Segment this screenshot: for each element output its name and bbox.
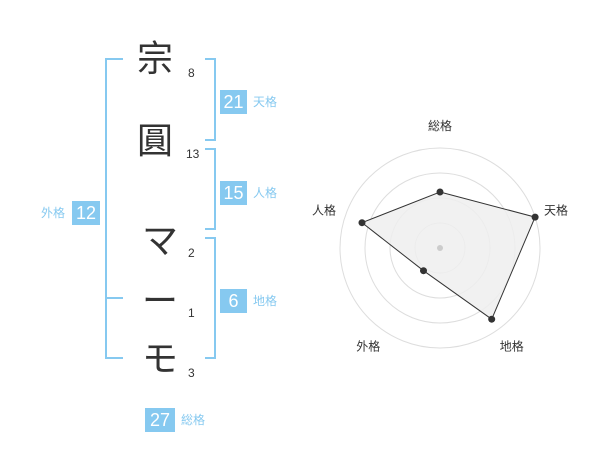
stroke-count-3: 2 <box>188 246 195 260</box>
jinkaku-label: 人格 <box>253 186 278 200</box>
name-char-3: マ <box>141 221 178 262</box>
gaikaku-bracket <box>105 58 123 359</box>
stroke-count-1: 8 <box>188 66 195 80</box>
tenkaku-label: 天格 <box>253 95 278 109</box>
gaikaku-value: 12 <box>72 201 100 225</box>
stroke-count-4: 1 <box>188 306 195 320</box>
radar-point-3 <box>488 315 496 323</box>
radar-axis-label-5: 人格 <box>312 202 336 217</box>
radar-point-2 <box>531 213 539 221</box>
gaikaku-label: 外格 <box>41 206 66 220</box>
jinkaku-bracket <box>205 148 216 230</box>
stroke-count-5: 3 <box>188 366 195 380</box>
radar-point-4 <box>420 267 427 275</box>
radar-center <box>437 245 443 251</box>
tenkaku-value: 21 <box>220 90 247 114</box>
tenkaku-bracket <box>205 58 216 141</box>
name-char-1: 宗 <box>136 39 173 80</box>
radar-ring-4 <box>339 147 541 349</box>
radar-area <box>361 191 536 320</box>
radar-axis-label-2: 天格 <box>544 202 568 217</box>
gaikaku-bracket-divider <box>105 297 123 299</box>
jinkaku-value: 15 <box>220 181 247 205</box>
chikaku-label: 地格 <box>253 294 278 308</box>
radar-axis-label-1: 総格 <box>428 118 452 133</box>
soukaku-label: 総格 <box>181 413 206 427</box>
name-char-5: モ <box>141 339 178 380</box>
stroke-count-2: 13 <box>186 147 200 161</box>
radar-point-5 <box>358 219 366 227</box>
name-char-2: 圓 <box>136 121 173 162</box>
radar-axis-label-4: 外格 <box>356 339 380 354</box>
name-char-4: ー <box>141 281 178 322</box>
soukaku-value: 27 <box>145 408 175 432</box>
radar-point-1 <box>436 188 444 196</box>
radar-axis-label-3: 地格 <box>500 339 524 354</box>
chikaku-bracket <box>205 237 216 359</box>
chikaku-value: 6 <box>220 289 247 313</box>
